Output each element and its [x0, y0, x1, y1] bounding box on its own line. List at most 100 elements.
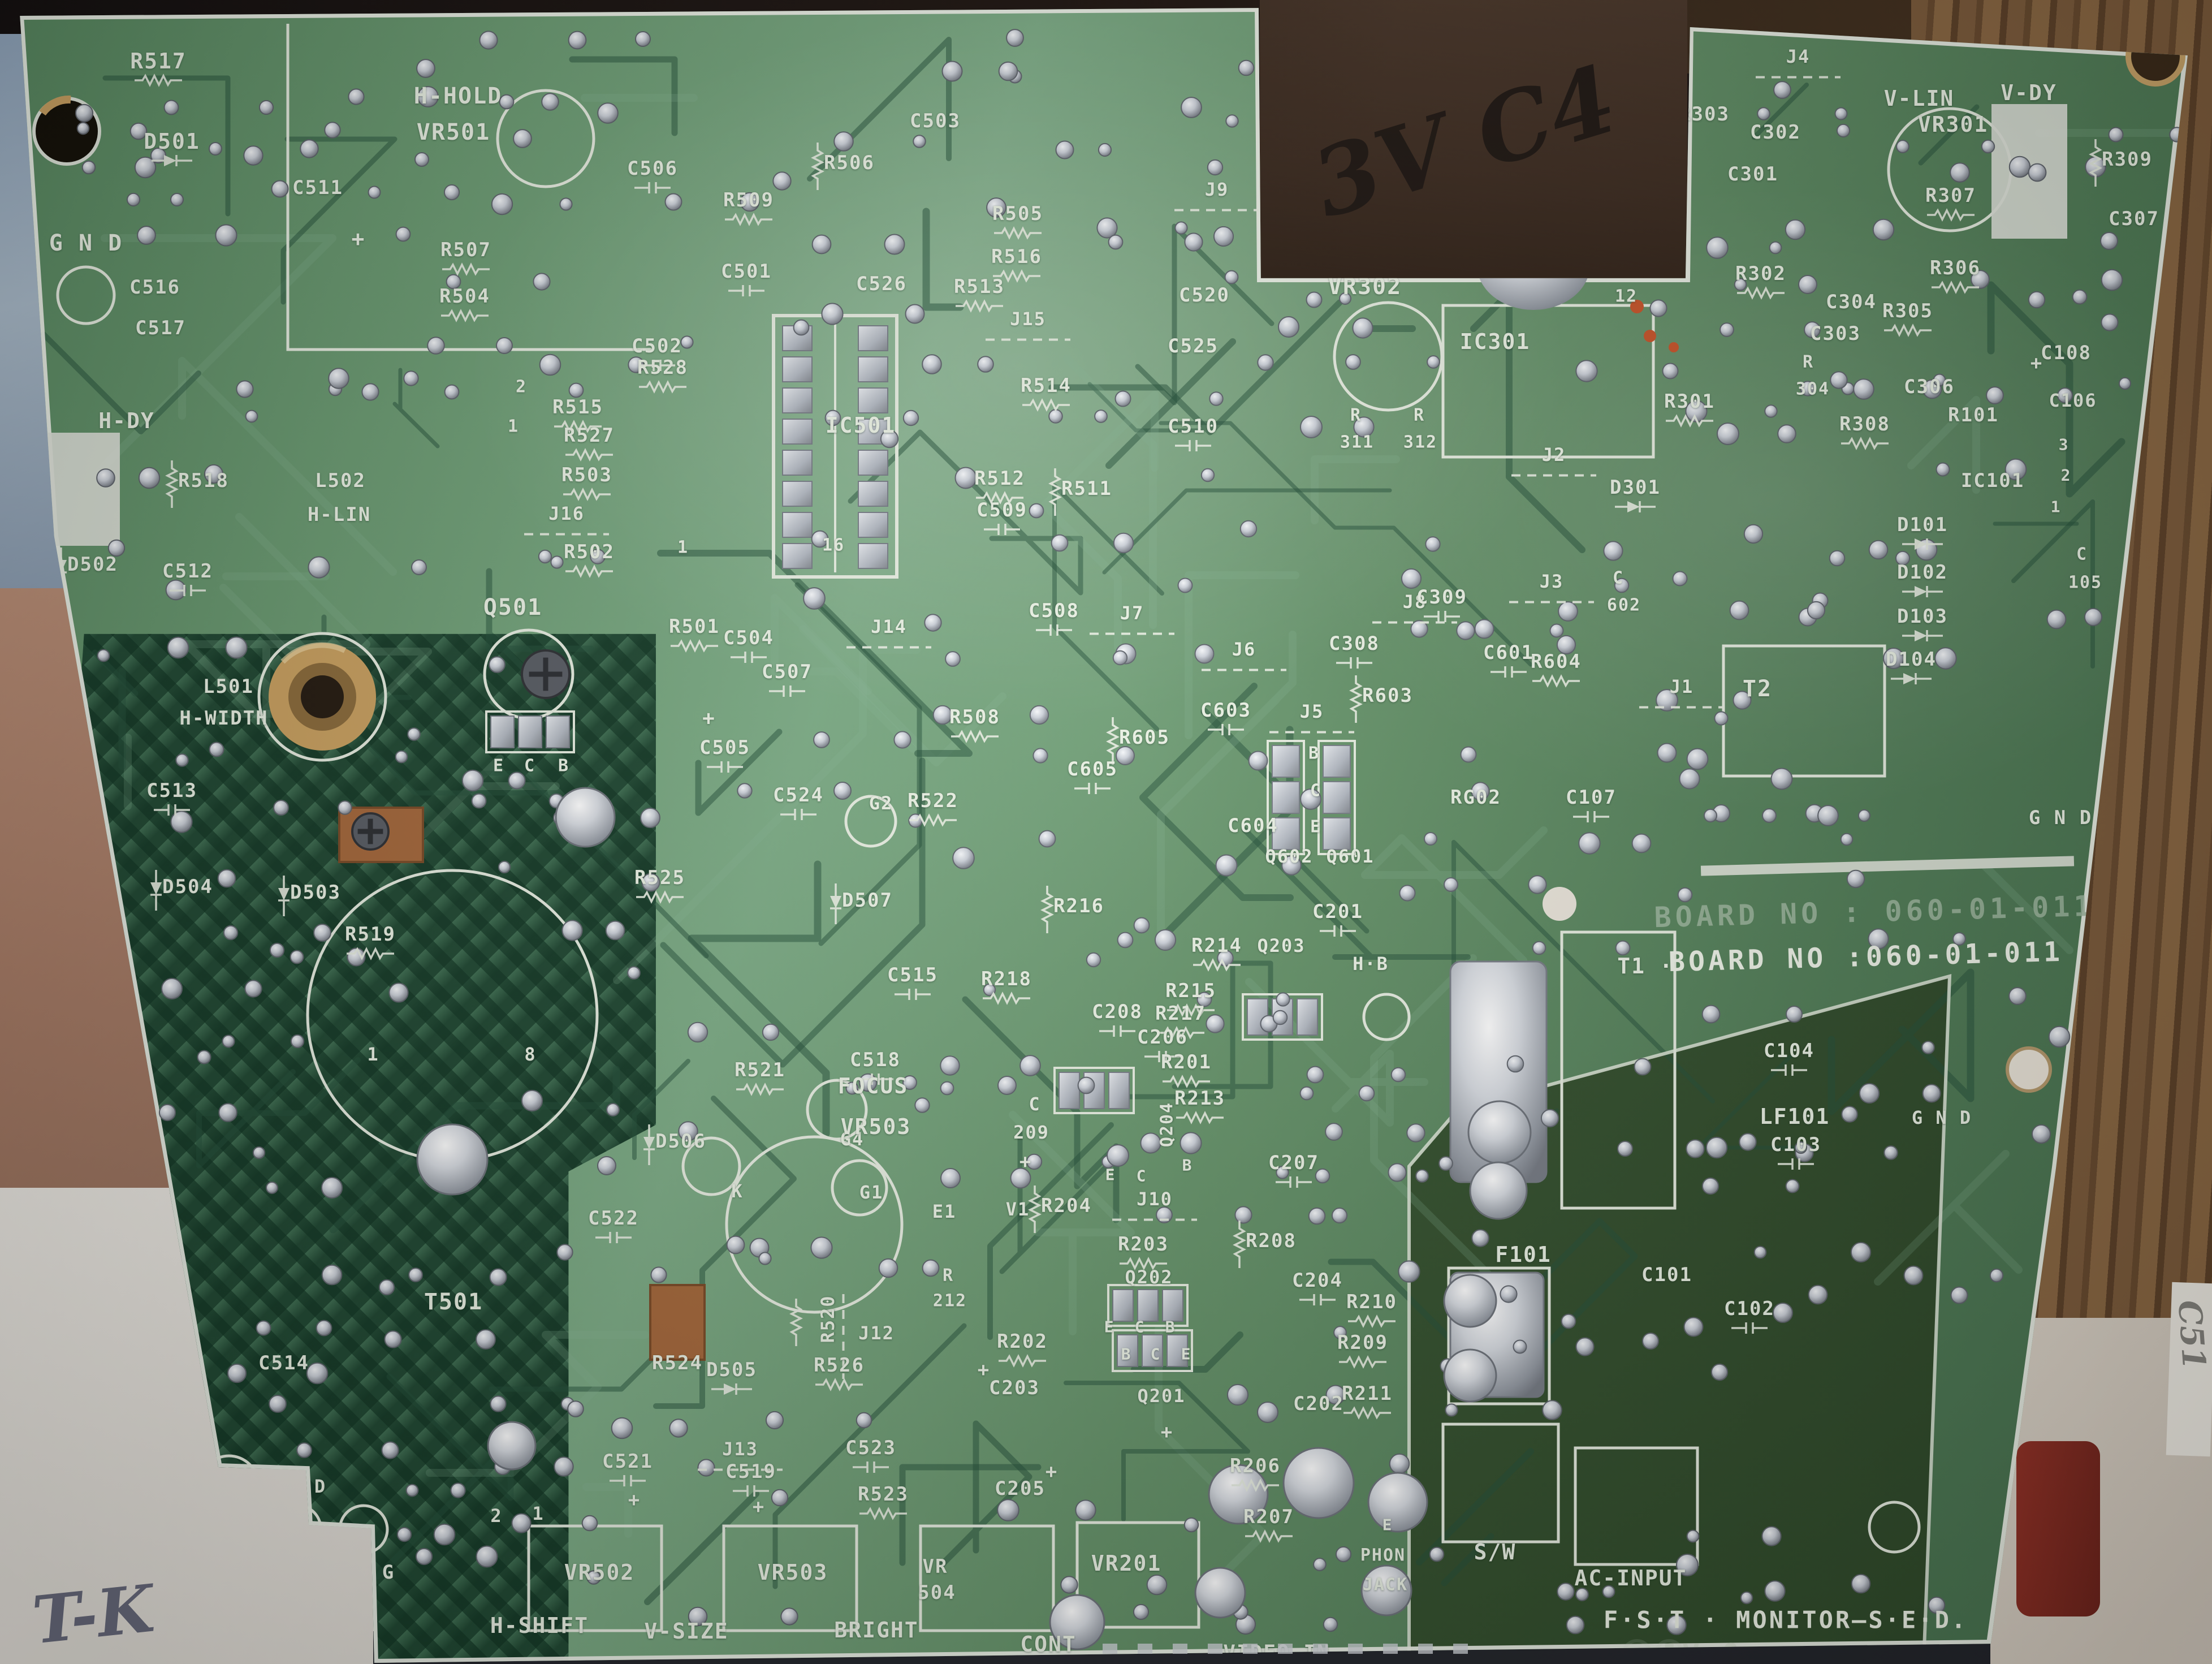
silkscreen-label: 105 — [2068, 572, 2103, 593]
jumper-symbol — [1112, 1214, 1197, 1225]
silkscreen-label: C505 — [699, 736, 750, 759]
silkscreen-label: Q201 — [1137, 1385, 1186, 1407]
silkscreen-label: R302 — [1735, 262, 1786, 285]
resistor-symbol — [441, 309, 489, 325]
diode-symbol — [1902, 537, 1943, 553]
silkscreen-label: C — [1612, 568, 1625, 588]
resistor-symbol — [994, 226, 1042, 242]
silkscreen-label: R — [942, 1265, 954, 1286]
silkscreen-label: RG02 — [1450, 786, 1501, 809]
silkscreen-label: B — [1182, 1156, 1193, 1175]
solder-blobs — [416, 787, 1532, 1650]
resistor-symbol — [1841, 437, 1889, 452]
jumper-symbol — [1174, 205, 1259, 215]
resistor-symbol — [163, 460, 179, 508]
silkscreen-label: + — [1160, 1421, 1174, 1443]
silkscreen-label: C306 — [1904, 376, 1955, 398]
resistor-symbol — [639, 380, 686, 396]
silkscreen-label: D502 — [67, 553, 118, 576]
silkscreen-label: IC101 — [1960, 469, 2025, 492]
mounting-holes — [32, 27, 2185, 1093]
capacitor-symbol — [1336, 656, 1372, 673]
silkscreen-label: C604 — [1228, 814, 1278, 837]
edge-connector-mark — [1278, 1644, 1293, 1654]
silkscreen-label: R506 — [824, 152, 875, 174]
jumper-symbol — [1509, 597, 1594, 607]
silkscreen-label: D505 — [706, 1359, 757, 1381]
capacitor-symbol — [1424, 609, 1460, 626]
resistor-symbol — [135, 74, 182, 89]
silkscreen-label: R301 — [1664, 390, 1715, 413]
silkscreen-label: R308 — [1839, 413, 1890, 436]
capacitor-symbol — [1276, 1175, 1312, 1192]
silkscreen-label: R516 — [991, 245, 1042, 268]
silkscreen-label: C302 — [1750, 121, 1801, 144]
resistor-symbol — [1193, 958, 1241, 974]
silkscreen-label: G2 — [869, 792, 893, 814]
silkscreen-label: C511 — [292, 176, 343, 199]
silkscreen-label: R513 — [954, 275, 1005, 298]
silkscreen-label: R520 — [817, 1295, 839, 1343]
silkscreen-label: C525 — [1168, 335, 1219, 357]
silkscreen-label: G1 — [859, 1182, 884, 1203]
silkscreen-label: C501 — [721, 260, 772, 283]
silkscreen-label: D506 — [655, 1130, 706, 1153]
silkscreen-label: R523 — [858, 1483, 909, 1506]
silkscreen-label: 1 — [677, 537, 689, 558]
resistor-symbol — [909, 813, 957, 829]
diode-symbol — [1615, 500, 1656, 516]
edge-connector-mark — [1103, 1644, 1117, 1654]
transistor-footprint — [1112, 1329, 1193, 1372]
silkscreen-label: H-WIDTH — [179, 707, 269, 730]
resistor-symbol — [563, 488, 611, 503]
resistor-symbol — [1104, 717, 1120, 765]
silkscreen-label: R508 — [949, 706, 1000, 728]
silkscreen-label: D504 — [162, 876, 213, 898]
silkscreen-label: C303 — [1810, 322, 1861, 345]
product-text: F·S·T · MONITOR—S·E·D. — [1603, 1606, 1968, 1634]
silkscreen-label: AC-INPUT — [1574, 1566, 1687, 1590]
resistor-symbol — [1038, 886, 1054, 933]
diode-symbol — [147, 870, 163, 911]
silkscreen-label: C108 — [2041, 342, 2092, 364]
silkscreen-label: C605 — [1067, 758, 1118, 781]
silkscreen-label: C526 — [856, 273, 907, 295]
silkscreen-label: B — [558, 756, 570, 776]
silkscreen-label: C208 — [1092, 1001, 1143, 1023]
h-width-coil — [257, 632, 387, 762]
diode-symbol — [640, 1124, 656, 1165]
resistor-symbol — [2086, 139, 2102, 187]
silkscreen-label: R526 — [814, 1354, 865, 1377]
silkscreen-label: R307 — [1925, 184, 1976, 207]
resistor-symbol — [1737, 286, 1785, 302]
silkscreen-label: G4 — [840, 1128, 865, 1150]
silkscreen-label: R517 — [130, 49, 187, 74]
handwriting-sticker: C51 — [2170, 1299, 2212, 1371]
silkscreen-label: + — [628, 1489, 641, 1511]
resistor-symbol — [1046, 468, 1062, 516]
edge-connector-mark — [1313, 1644, 1328, 1654]
capacitor-symbol — [780, 807, 816, 824]
diode-symbol — [1902, 585, 1943, 601]
transistor-footprint — [485, 710, 575, 753]
silkscreen-label: J16 — [548, 503, 585, 524]
silkscreen-label: C503 — [910, 110, 961, 132]
silkscreen-label: R512 — [974, 467, 1025, 490]
capacitor-symbol — [857, 1072, 893, 1089]
silkscreen-label: D103 — [1897, 605, 1948, 628]
diode-symbol — [275, 876, 291, 916]
silkscreen-label: F101 — [1495, 1242, 1552, 1267]
silkscreen-label: + — [2030, 352, 2043, 374]
silkscreen-label: C — [1310, 781, 1322, 801]
silkscreen-label: H-SHIFT — [490, 1613, 589, 1638]
edge-connector-mark — [1173, 1644, 1187, 1654]
resistor-symbol — [565, 448, 613, 464]
silkscreen-label: D104 — [1886, 648, 1937, 671]
silkscreen-label: R505 — [992, 202, 1043, 225]
silkscreen-label: R211 — [1342, 1382, 1393, 1405]
silkscreen-label: C521 — [602, 1450, 653, 1473]
silkscreen-label: C — [1150, 1344, 1161, 1364]
capacitor-symbol — [728, 283, 764, 300]
silkscreen-label: C107 — [1566, 786, 1617, 809]
